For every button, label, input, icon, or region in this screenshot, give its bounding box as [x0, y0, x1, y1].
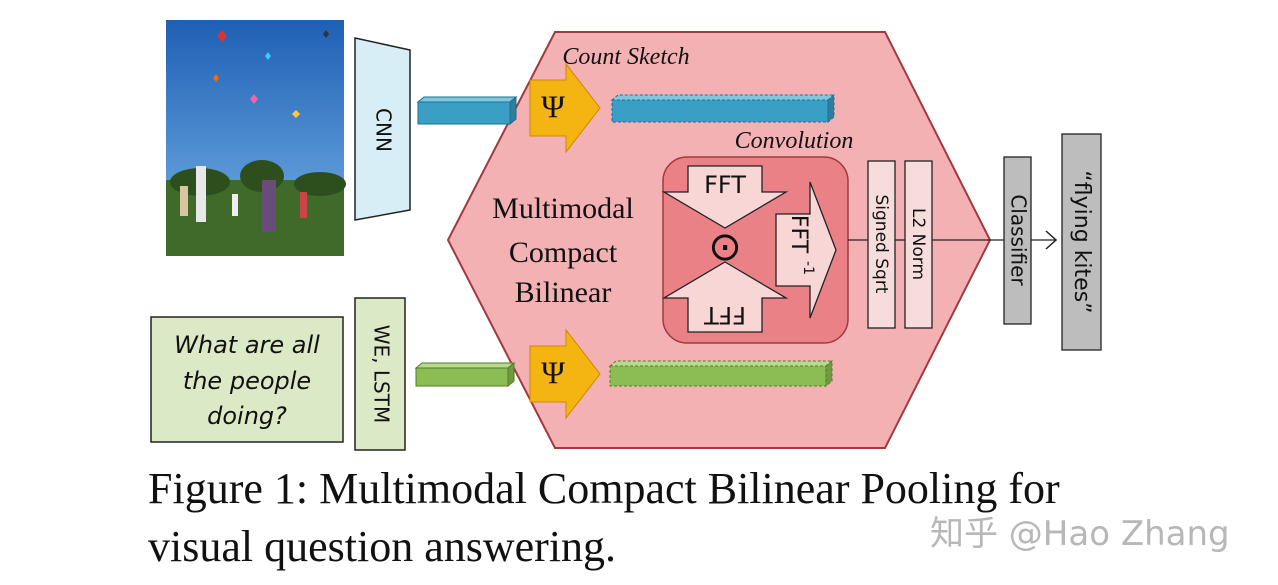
mcb-line-3: Bilinear: [515, 276, 612, 309]
sketch-vector-bottom: [608, 359, 834, 388]
inverse-fft-superscript: -1: [800, 261, 816, 275]
psi-arrow-bottom: [529, 328, 601, 420]
question-line-3: doing?: [207, 402, 287, 430]
question-line-2: the people: [183, 367, 311, 395]
signed-sqrt-box: [867, 160, 896, 329]
answer-box: [1061, 133, 1102, 351]
fft-top-label: FFT: [704, 171, 746, 199]
convolution-label: Convolution: [735, 128, 854, 154]
fft-down-arrow: [661, 165, 789, 229]
l2-norm-label: L2 Norm: [908, 208, 928, 280]
inverse-fft-label: FFT: [786, 215, 811, 254]
arrowhead-icon: [1045, 230, 1058, 250]
psi-symbol-bottom: Ψ: [541, 354, 565, 390]
sketch-vector-top: [610, 93, 836, 124]
question-box: [150, 316, 344, 443]
cnn-block: [354, 37, 411, 221]
count-sketch-label: Count Sketch: [562, 44, 689, 70]
classifier-label: Classifier: [1007, 194, 1031, 286]
odot-symbol: ⊙: [708, 224, 742, 270]
l2-norm-box: [904, 160, 933, 329]
fft-bottom-label: FFT: [704, 301, 746, 329]
watermark: 知乎 @Hao Zhang: [930, 514, 1230, 554]
image-feature-vector: [416, 95, 518, 126]
caption-line-1: Figure 1: Multimodal Compact Bilinear Po…: [148, 464, 1060, 513]
question-feature-vector: [414, 361, 516, 388]
classifier-box: [1003, 156, 1032, 325]
answer-label: “flying kites”: [1069, 170, 1094, 313]
lstm-label: WE, LSTM: [370, 325, 394, 423]
question-line-1: What are all: [174, 331, 320, 359]
psi-symbol-top: Ψ: [541, 88, 565, 124]
figure-caption: Figure 1: Multimodal Compact Bilinear Po…: [148, 460, 1148, 576]
cnn-label: CNN: [372, 108, 396, 152]
caption-line-2: visual question answering.: [148, 522, 617, 571]
mcb-line-2: Compact: [509, 236, 618, 269]
mcb-line-1: Multimodal: [492, 192, 634, 225]
inverse-fft-arrow: [775, 181, 837, 319]
signed-sqrt-label: Signed Sqrt: [871, 195, 891, 294]
fft-up-arrow: [661, 261, 789, 333]
psi-arrow-top: [529, 62, 601, 154]
kites-photo: [166, 20, 346, 256]
lstm-block: [354, 297, 406, 451]
